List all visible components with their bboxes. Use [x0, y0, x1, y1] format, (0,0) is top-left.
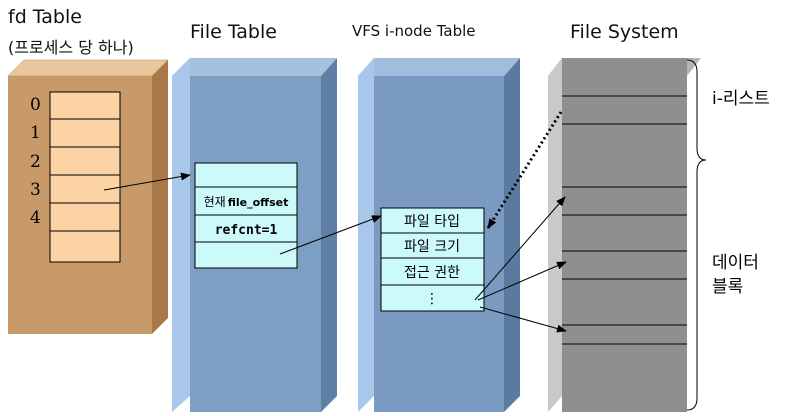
vfs-inode-column: 파일 타입 파일 크기 접근 권한 ⋮ — [358, 58, 520, 412]
arrow-file-table-to-inode — [279, 215, 382, 255]
fd-index-2: 2 — [30, 152, 41, 172]
fd-column-top-face — [7, 59, 169, 77]
inode-row-ellipsis: ⋮ — [425, 291, 439, 307]
file-system-column — [548, 58, 701, 412]
inode-entry — [380, 207, 485, 312]
fs-column-left-face — [548, 58, 562, 412]
fd-index-1: 1 — [30, 123, 41, 143]
fd-table-column: 0 1 2 3 4 — [7, 59, 169, 334]
file-table-title: File Table — [190, 21, 277, 43]
file-column-top-face — [172, 58, 337, 76]
inode-row-file-size: 파일 크기 — [404, 239, 460, 255]
inode-column-top-face — [358, 58, 520, 76]
arrow-inode-to-block-1 — [474, 196, 566, 301]
inode-row-file-type: 파일 타입 — [404, 214, 460, 230]
data-block-label-line2: 블록 — [712, 277, 743, 297]
vfs-inode-table-title: VFS i-node Table — [352, 22, 476, 40]
inode-row-permissions: 접근 권한 — [404, 265, 460, 281]
file-system-brace — [686, 59, 707, 411]
arrow-fd-to-file-table — [103, 172, 191, 191]
refcnt-label: refcnt=1 — [215, 223, 278, 238]
fd-table-subtitle: (프로세스 당 하나) — [8, 38, 134, 57]
fd-index-3: 3 — [30, 180, 41, 200]
fd-table-body — [49, 91, 121, 263]
file-column-left-face — [172, 58, 190, 412]
fd-index-0: 0 — [30, 95, 41, 115]
fs-column-inner — [562, 58, 687, 396]
inode-column-left-face — [358, 58, 374, 412]
data-block-label-line1: 데이터 — [712, 253, 759, 273]
fd-column-side-face — [152, 60, 168, 334]
file-column-right-face — [321, 58, 337, 412]
arrow-inode-to-block-2 — [477, 261, 567, 301]
file-system-title: File System — [570, 21, 679, 43]
arrow-inode-to-block-3 — [479, 306, 567, 333]
i-list-label: i-리스트 — [712, 89, 770, 109]
fd-index-4: 4 — [30, 208, 41, 228]
fd-table-title: fd Table — [8, 6, 82, 28]
inode-column-right-face — [504, 58, 520, 412]
